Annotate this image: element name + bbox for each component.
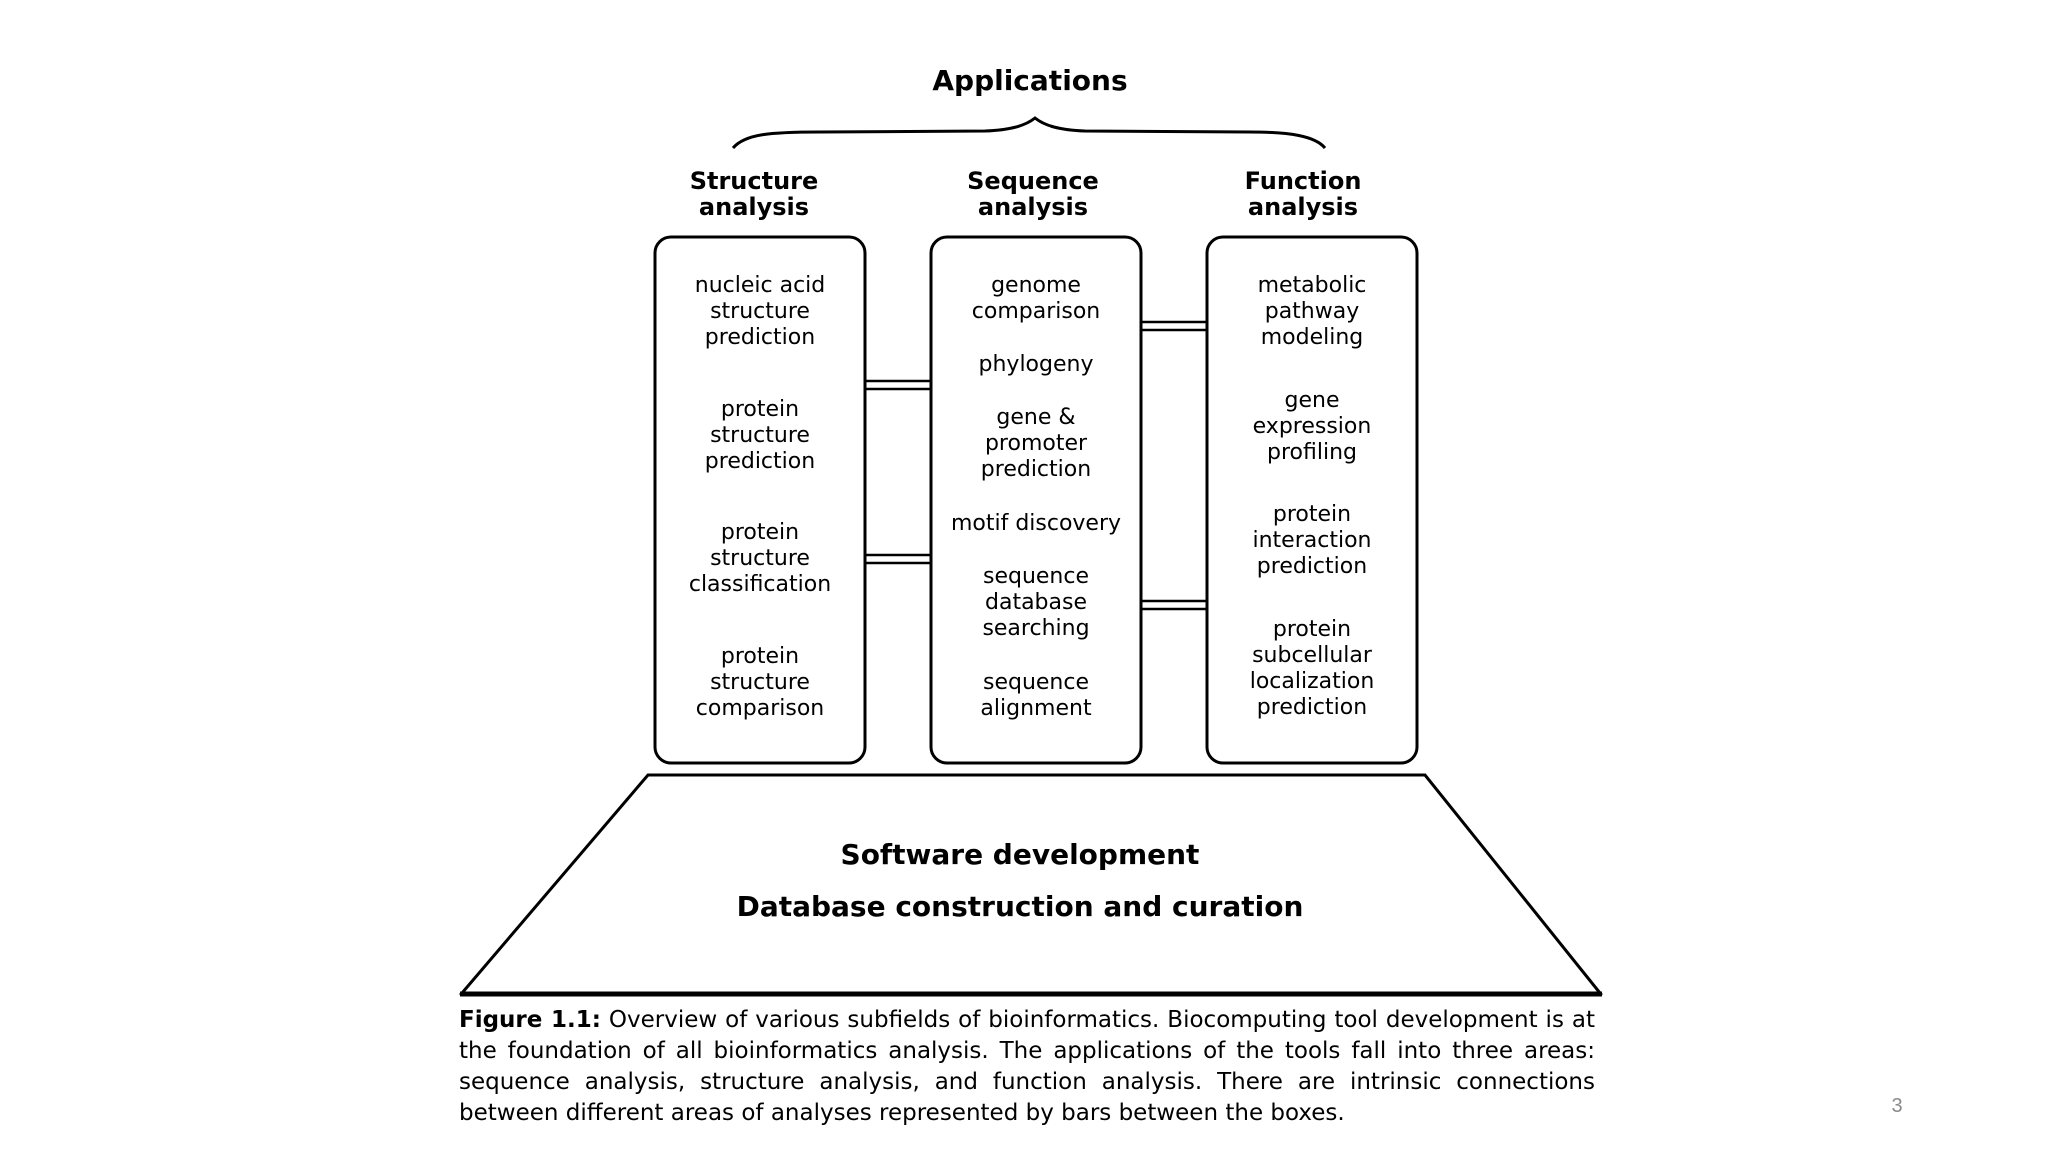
foundation-database-construction: Database construction and curation — [736, 890, 1304, 923]
sequence-item: sequence database searching — [982, 564, 1090, 641]
connector-bar-sequence-function-lower — [1141, 599, 1207, 611]
function-item: gene expression profiling — [1252, 388, 1372, 465]
function-item: metabolic pathway modeling — [1257, 273, 1367, 350]
connector-bar-structure-sequence-lower — [865, 553, 931, 565]
sequence-item: motif discovery — [950, 511, 1122, 536]
sequence-analysis-box — [929, 235, 1143, 765]
figure-caption: Figure 1.1: Overview of various subfield… — [459, 1005, 1595, 1129]
figure-label: Figure 1.1: — [459, 1007, 601, 1033]
figure-caption-text: Overview of various subfields of bioinfo… — [459, 1007, 1595, 1126]
applications-brace — [731, 116, 1327, 150]
function-item: protein interaction prediction — [1252, 502, 1372, 579]
connector-bar-structure-sequence-upper — [865, 379, 931, 391]
connector-bar-sequence-function-upper — [1141, 320, 1207, 332]
page-number: 3 — [1891, 1095, 1903, 1117]
structure-analysis-header: Structure analysis — [689, 167, 819, 221]
sequence-item: sequence alignment — [980, 670, 1092, 721]
sequence-item: genome comparison — [971, 273, 1101, 324]
structure-item: nucleic acid structure prediction — [694, 273, 826, 350]
structure-item: protein structure comparison — [695, 644, 825, 721]
function-analysis-header: Function analysis — [1244, 167, 1362, 221]
sequence-analysis-header: Sequence analysis — [967, 167, 1099, 221]
sequence-item: phylogeny — [978, 352, 1094, 377]
applications-title: Applications — [932, 64, 1128, 97]
function-analysis-box — [1205, 235, 1419, 765]
structure-item: protein structure prediction — [704, 397, 816, 474]
foundation-software-development: Software development — [840, 838, 1200, 871]
function-item: protein subcellular localization predict… — [1249, 617, 1375, 720]
foundation-trapezoid — [458, 773, 1604, 995]
structure-item: protein structure classification — [688, 520, 832, 597]
sequence-item: gene & promoter prediction — [980, 405, 1092, 482]
structure-analysis-box — [653, 235, 867, 765]
